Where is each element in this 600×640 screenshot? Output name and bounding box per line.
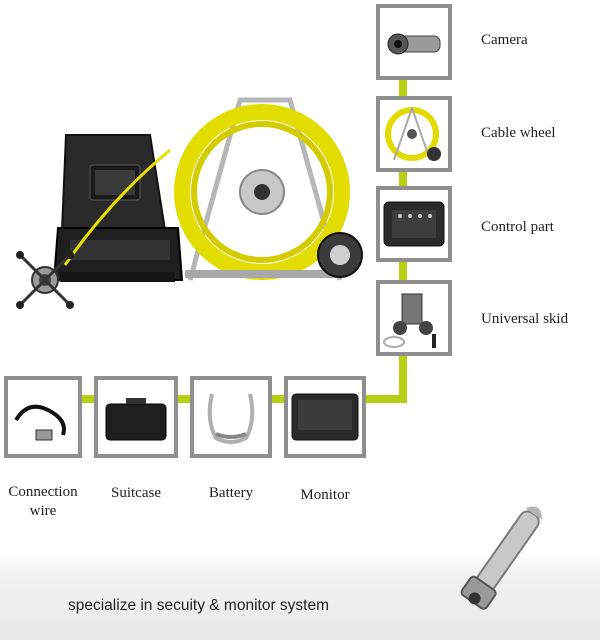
label-monitor: Monitor — [300, 487, 350, 503]
battery-thumbnail — [190, 376, 272, 458]
camera-thumbnail — [376, 4, 452, 80]
cable-wheel-thumbnail — [376, 96, 452, 172]
control-case-illustration — [52, 134, 184, 282]
main-product-illustration — [16, 97, 363, 309]
label-battery: Battery — [208, 485, 254, 501]
monitor-icon — [291, 393, 359, 441]
wire-icon — [14, 404, 66, 441]
label-connection-wire: Connection wire — [8, 484, 78, 519]
label-cable-wheel: Cable wheel — [481, 125, 556, 141]
control-part-thumbnail — [376, 186, 452, 262]
universal-skid-thumbnail — [376, 280, 452, 356]
control-part-icon — [383, 201, 445, 247]
label-universal-skid: Universal skid — [481, 311, 569, 327]
cable-wheel-icon — [385, 107, 441, 161]
universal-skid-icon — [383, 293, 436, 348]
probe-camera-illustration — [460, 506, 542, 610]
battery-icon — [207, 393, 255, 444]
tagline: specialize in secuity & monitor system — [68, 597, 330, 614]
label-control-part: Control part — [481, 219, 554, 235]
suitcase-thumbnail — [94, 376, 178, 458]
camera-icon — [387, 33, 441, 55]
label-suitcase: Suitcase — [111, 485, 161, 501]
suitcase-icon — [105, 398, 167, 441]
connection-wire-thumbnail — [4, 376, 82, 458]
cable-reel-illustration — [174, 97, 363, 281]
label-camera: Camera — [481, 32, 528, 48]
skid-illustration — [16, 251, 74, 309]
monitor-thumbnail — [284, 376, 366, 458]
